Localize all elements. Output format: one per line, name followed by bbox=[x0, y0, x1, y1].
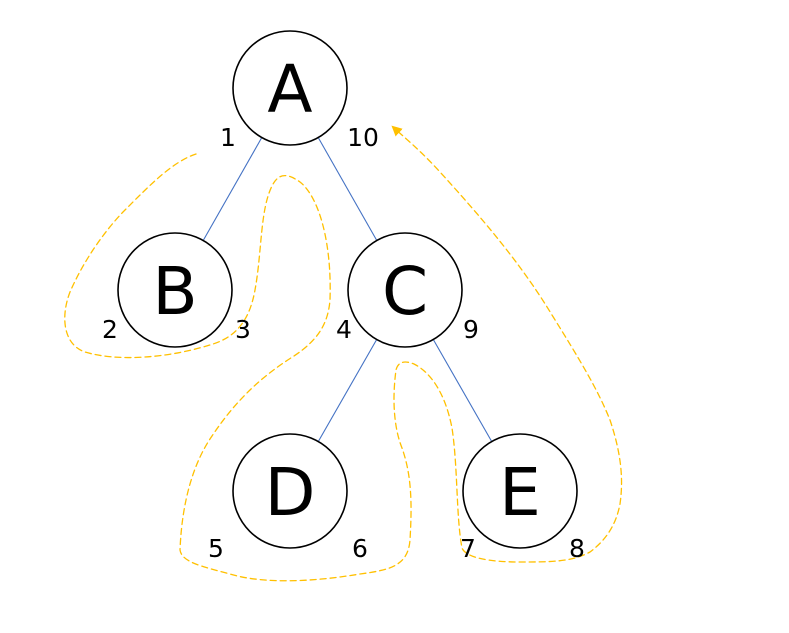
node-d-label: D bbox=[265, 454, 316, 531]
node-b-exit-number: 3 bbox=[235, 315, 251, 344]
node-c-label: C bbox=[382, 253, 428, 330]
node-e-enter-number: 7 bbox=[460, 534, 476, 563]
traversal-order-numbers: 1 10 2 3 4 9 5 6 7 8 bbox=[102, 123, 585, 563]
edge-c-e bbox=[432, 339, 493, 442]
edges bbox=[202, 137, 493, 442]
node-a: A bbox=[232, 30, 348, 146]
node-a-exit-number: 10 bbox=[347, 123, 379, 152]
nodes: A B C D E bbox=[117, 30, 578, 549]
node-b-label: B bbox=[152, 253, 197, 330]
node-a-label: A bbox=[267, 51, 312, 128]
node-e-circle bbox=[462, 433, 578, 549]
node-c: C bbox=[347, 232, 463, 348]
node-c-enter-number: 4 bbox=[336, 315, 352, 344]
node-a-circle bbox=[232, 30, 348, 146]
node-e-exit-number: 8 bbox=[569, 534, 585, 563]
node-b-enter-number: 2 bbox=[102, 315, 118, 344]
node-a-enter-number: 1 bbox=[220, 123, 236, 152]
node-e: E bbox=[462, 433, 578, 549]
node-c-circle bbox=[347, 232, 463, 348]
node-d-circle bbox=[232, 433, 348, 549]
edge-a-c bbox=[317, 137, 378, 241]
edge-a-b bbox=[202, 137, 263, 241]
traversal-path bbox=[64, 125, 623, 582]
edge-c-d bbox=[317, 339, 378, 442]
node-d-enter-number: 5 bbox=[208, 534, 224, 563]
node-b-circle bbox=[117, 232, 233, 348]
node-d-exit-number: 6 bbox=[352, 534, 368, 563]
node-b: B bbox=[117, 232, 233, 348]
node-d: D bbox=[232, 433, 348, 549]
node-e-label: E bbox=[499, 454, 541, 531]
node-c-exit-number: 9 bbox=[463, 315, 479, 344]
